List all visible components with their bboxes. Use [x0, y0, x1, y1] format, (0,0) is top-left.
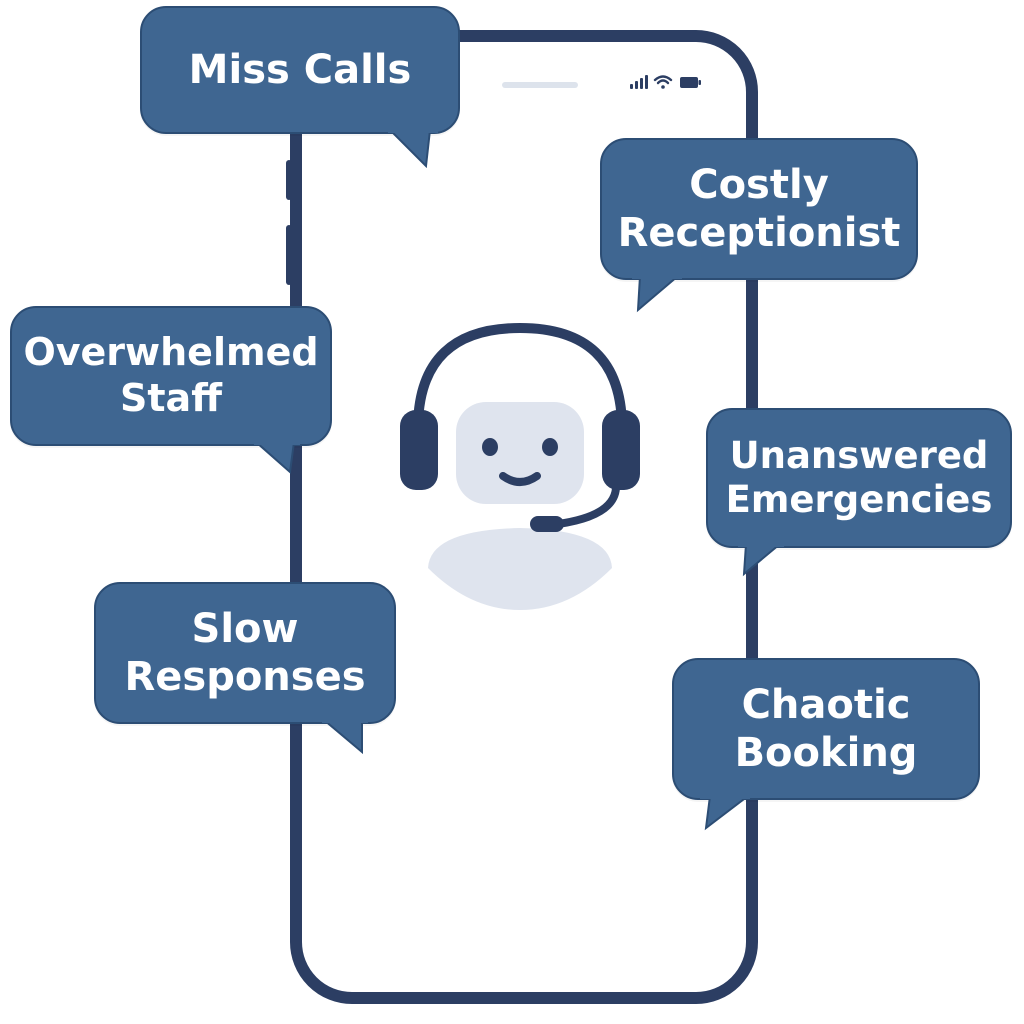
bubble-tail [388, 128, 438, 168]
bubble-tail [254, 440, 300, 474]
bubble-label-line1: Costly [689, 162, 829, 208]
bubble-costly-receptionist: Costly Receptionist [600, 138, 918, 280]
bubble-tail [738, 542, 784, 577]
bubble-label-line1: Chaotic [741, 682, 911, 728]
battery-icon [680, 77, 701, 88]
phone-speaker [502, 82, 578, 88]
bubble-label-line2: Responses [124, 654, 366, 700]
bubble-tail [632, 274, 682, 313]
support-agent-icon [400, 322, 640, 610]
bubble-label-line2: Emergencies [725, 478, 993, 521]
avatar-right-eye [542, 438, 558, 456]
headset-mic-boom [554, 484, 620, 528]
avatar-left-eye [482, 438, 498, 456]
avatar-body [428, 528, 612, 610]
bubble-label-line2: Staff [120, 376, 222, 420]
avatar-smile [499, 472, 541, 486]
headset-band [413, 322, 627, 430]
bubble-label-line2: Booking [734, 730, 918, 776]
bubble-tail [322, 718, 368, 755]
avatar-head [456, 402, 584, 504]
headset-mic [530, 516, 564, 532]
bubble-chaotic-booking: Chaotic Booking [672, 658, 980, 800]
bubble-label-line2: Receptionist [617, 210, 901, 256]
bubble-overwhelmed-staff: Overwhelmed Staff [10, 306, 332, 446]
bubble-label-line1: Slow [191, 606, 299, 652]
bubble-label: Miss Calls [188, 47, 412, 93]
bubble-slow-responses: Slow Responses [94, 582, 396, 724]
bubble-label-line1: Unanswered [729, 433, 989, 477]
phone-side-button [286, 160, 292, 200]
status-bar [630, 75, 701, 89]
phone-side-button [286, 225, 292, 285]
bubble-tail [700, 794, 750, 831]
wifi-icon [653, 75, 673, 89]
bubble-miss-calls: Miss Calls [140, 6, 460, 134]
bubble-unanswered-emergencies: Unanswered Emergencies [706, 408, 1012, 548]
bubble-label-line1: Overwhelmed [23, 330, 319, 375]
headset-left-cup [400, 410, 438, 490]
headset-right-cup [602, 410, 640, 490]
signal-icon [630, 75, 648, 89]
